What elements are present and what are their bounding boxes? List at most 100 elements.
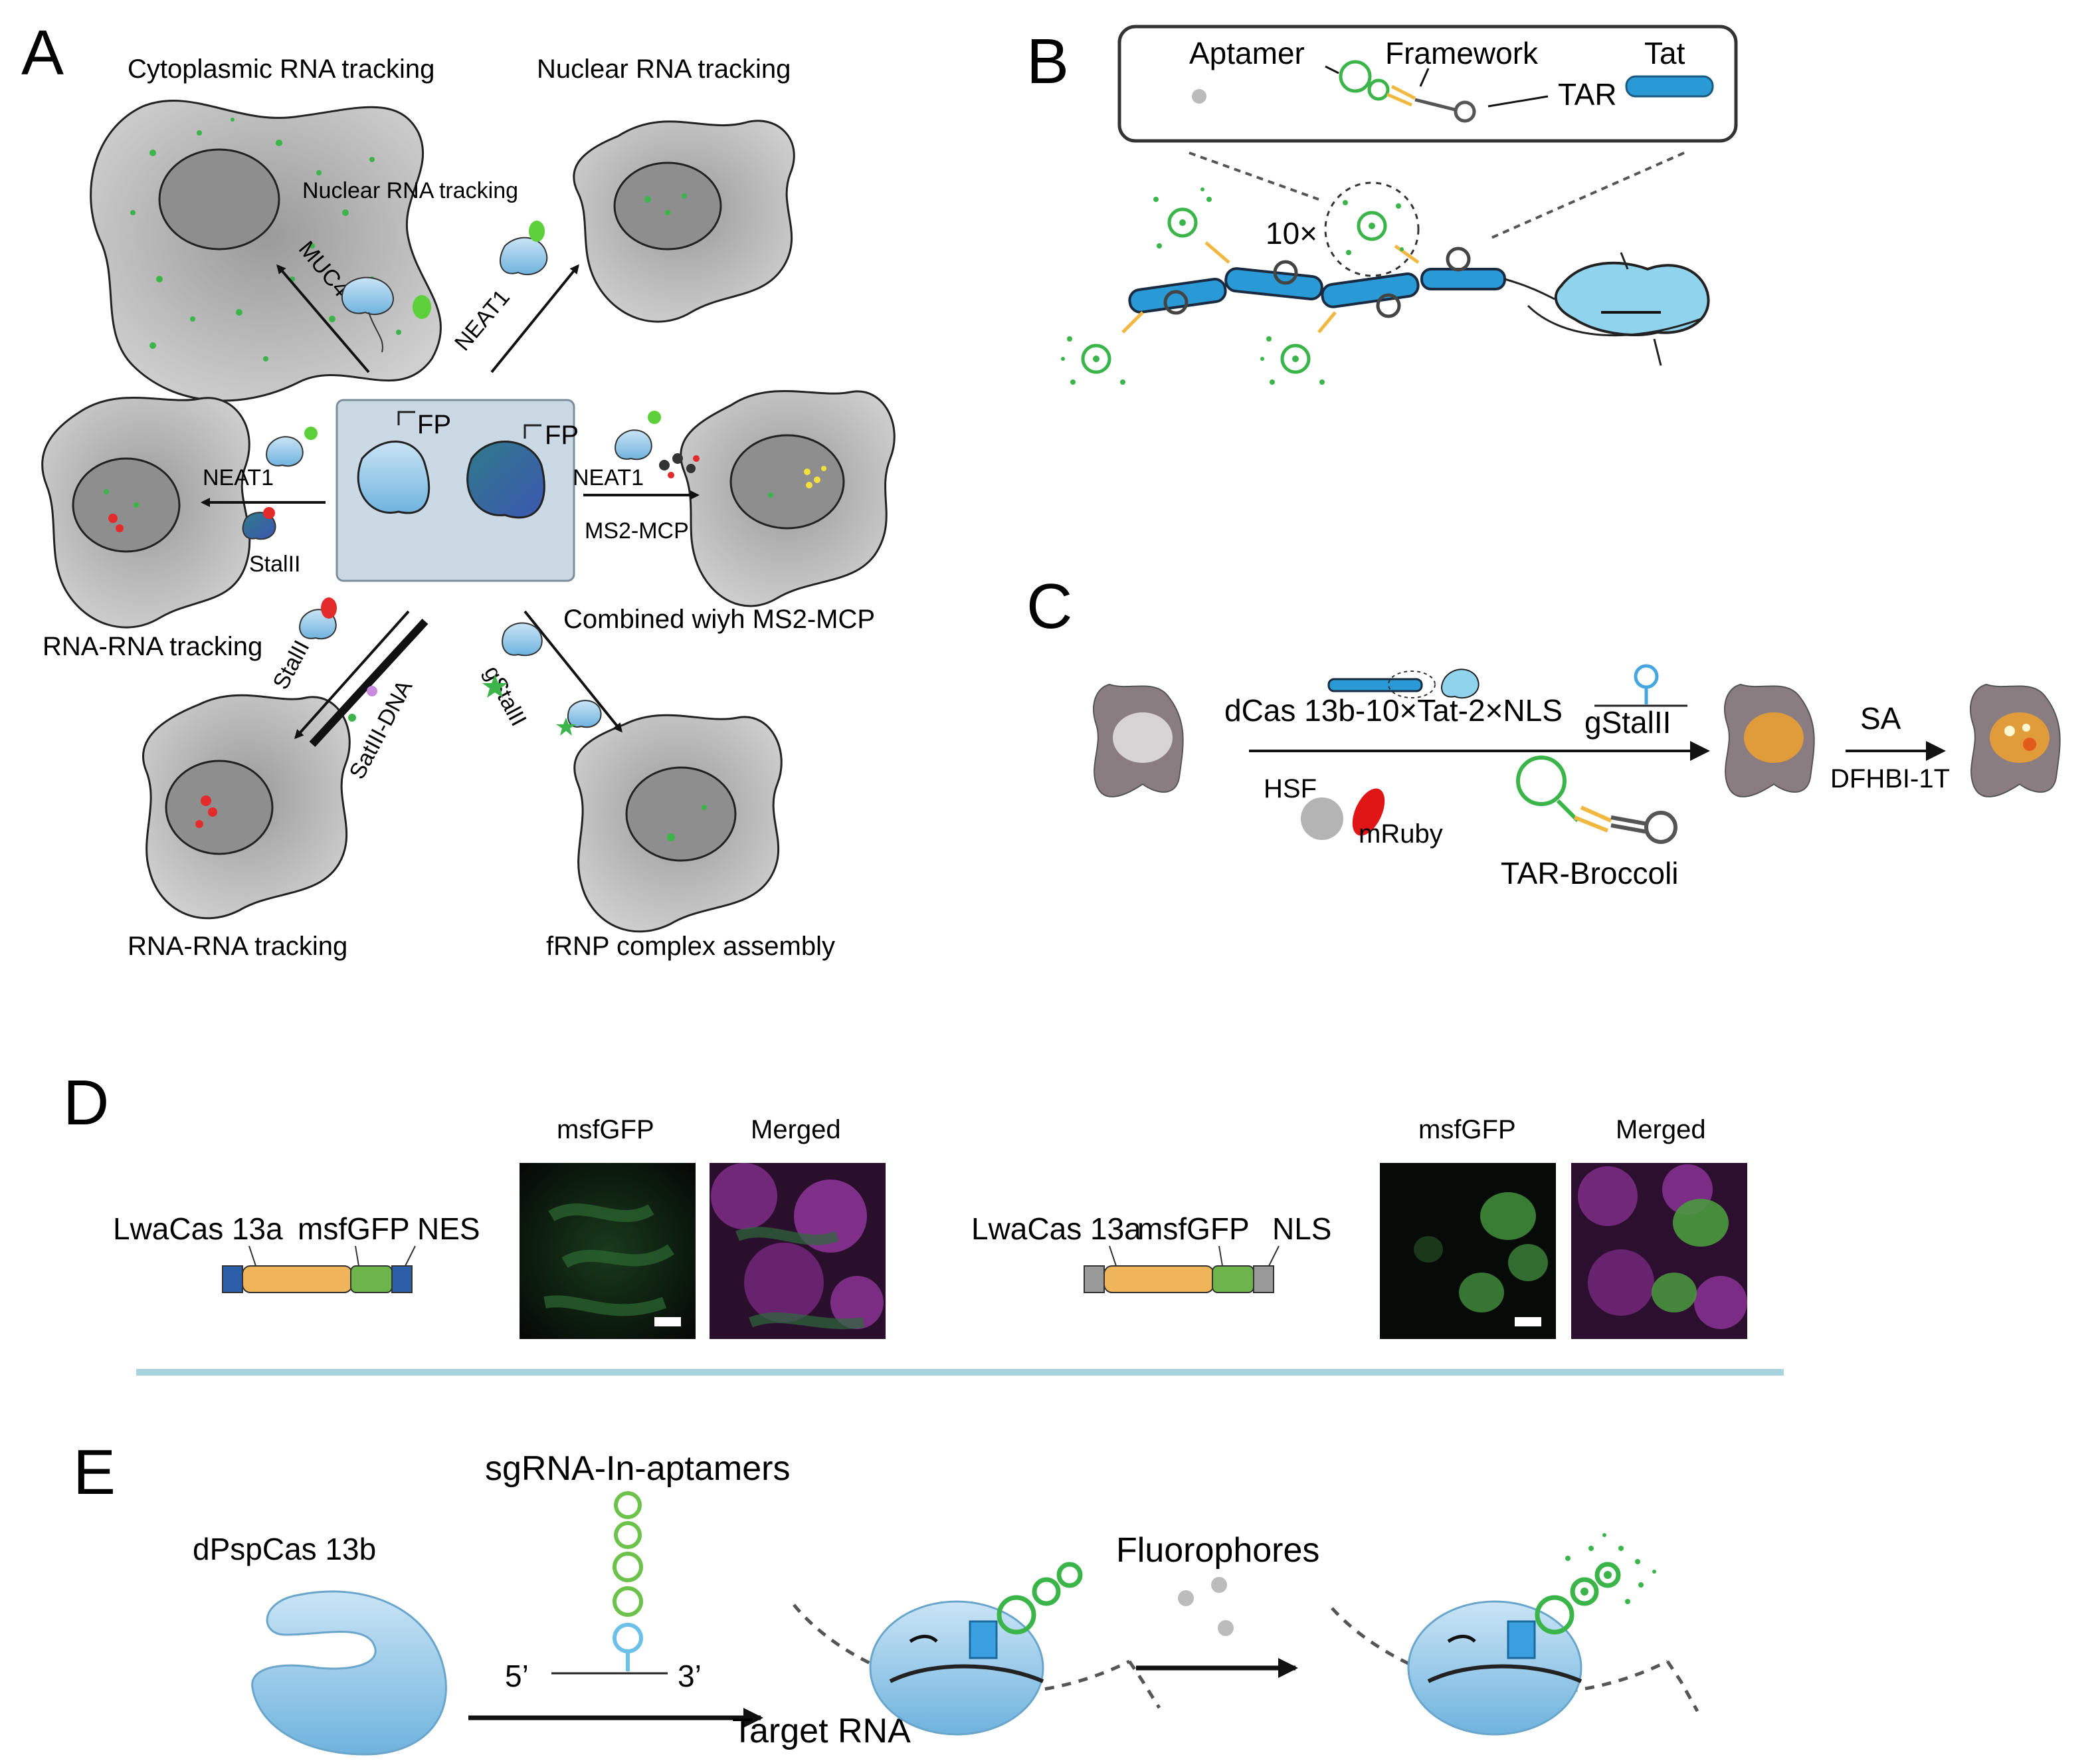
label-10x: 10× [1266, 216, 1317, 251]
zoom-guide-right [1487, 152, 1685, 241]
cell-c-mid [1724, 683, 1815, 797]
micrograph-left-merged [710, 1163, 886, 1339]
header-d-4: Merged [1616, 1115, 1706, 1144]
label-hsf: HSF [1264, 774, 1317, 803]
probe-neat1-up [499, 221, 548, 276]
arrow-a-up-left [276, 264, 370, 373]
construct-left [222, 1245, 416, 1293]
dcas-glyph [1327, 669, 1480, 699]
micrograph-right-gfp [1380, 1163, 1556, 1339]
label-3prime: 3’ [678, 1659, 702, 1693]
tat-chain [1128, 267, 1555, 314]
cell-c-start [1093, 683, 1184, 797]
dpspcas13b-glyph [251, 1590, 447, 1756]
aptamer-framework-glyph [1325, 60, 1549, 123]
probe-left-pair [242, 427, 318, 540]
micrograph-left-gfp [520, 1163, 696, 1339]
label-neat1-right: NEAT1 [573, 465, 644, 490]
tar-broccoli-glyph [1516, 756, 1677, 844]
header-d-1: msfGFP [557, 1115, 654, 1144]
center-probe-light [357, 411, 430, 514]
label-gstalll: gStalII [479, 662, 531, 730]
header-d-3: msfGFP [1418, 1115, 1516, 1144]
label-aptamer: Aptamer [1189, 36, 1305, 70]
label-tar-broccoli: TAR-Broccoli [1501, 856, 1679, 890]
cell-c-end [1970, 683, 2061, 797]
mruby-glyph [1352, 788, 1385, 836]
zoom-circle [1324, 181, 1420, 277]
complex-2 [1331, 1533, 1699, 1736]
arrow-a-down-left [294, 610, 410, 740]
label-d-left-msfgfp: msfGFP [298, 1211, 410, 1246]
label-d-right-construct: LwaCas 13a [971, 1211, 1141, 1246]
panel-a-label: A [21, 17, 64, 88]
label-neat1-up: NEAT1 [450, 285, 515, 356]
label-dfhbi: DFHBI-1T [1830, 764, 1950, 793]
arrow-a-up-right [490, 264, 579, 373]
construct-right [1084, 1245, 1280, 1293]
label-gstalll-c: gStalII [1584, 705, 1671, 740]
cell-rna-rna-2 [142, 694, 351, 920]
label-d-left-tag: NES [417, 1211, 480, 1246]
label-fluorophores: Fluorophores [1116, 1531, 1319, 1570]
hsf-glyph [1301, 797, 1343, 840]
panel-e: E sgRNA-In-aptamers dPspCas 13b 5’ 3’ Ta… [73, 1437, 1699, 1756]
gstalll-glyph-c [1594, 664, 1687, 707]
tat-glyph [1625, 75, 1714, 98]
label-neat1-left: NEAT1 [203, 465, 274, 490]
label-fp-1: FP [417, 410, 451, 439]
cell-nuclear [573, 120, 795, 323]
label-framework: Framework [1385, 36, 1539, 70]
label-stalll-diag: StalII [268, 637, 315, 694]
zoom-guide-left [1189, 152, 1319, 201]
label-5prime: 5’ [505, 1659, 529, 1693]
fluorophore-dot [1192, 89, 1206, 104]
complex-1 [793, 1562, 1161, 1736]
panel-c-label: C [1026, 571, 1072, 642]
label-dcas: dCas 13b-10×Tat-2×NLS [1224, 693, 1563, 728]
panel-b-label: B [1026, 26, 1069, 97]
label-d-right-tag: NLS [1272, 1211, 1331, 1246]
fluorophore-particles [1178, 1577, 1234, 1636]
probe-muc4 [341, 276, 431, 353]
probe-gstalll [482, 622, 602, 736]
title-rna-rna-2: RNA-RNA tracking [128, 932, 347, 961]
center-probe-dark [466, 424, 545, 519]
panel-b: B Aptamer Framework Tat TAR 10× [1026, 25, 1738, 385]
sgrna-glyph [551, 1491, 668, 1675]
cell-combined [680, 390, 896, 607]
aptamer-units [1061, 187, 1471, 385]
zoom-box [1117, 25, 1738, 143]
cell-cytoplasmic [90, 100, 442, 402]
arrow-a-down-right [524, 610, 622, 733]
title-cytoplasmic: Cytoplasmic RNA tracking [128, 54, 434, 84]
title-combined: Combined wiyh MS2-MCP [563, 605, 875, 634]
panel-d-label: D [63, 1067, 109, 1138]
title-frnp: fRNP complex assembly [546, 932, 835, 961]
title-nuclear-mid: Nuclear RNA tracking [302, 178, 518, 203]
cas13-protein-b [1527, 252, 1710, 366]
label-tat: Tat [1644, 36, 1685, 70]
label-mruby: mRuby [1359, 819, 1443, 849]
label-dpsp: dPspCas 13b [193, 1532, 376, 1566]
panel-c: C dCas 13b-10×Tat-2×NLS gStalII HSF mRub… [1026, 571, 2061, 890]
label-d-right-msfgfp: msfGFP [1137, 1211, 1250, 1246]
label-d-left-construct: LwaCas 13a [113, 1211, 283, 1246]
label-sa: SA [1860, 701, 1901, 736]
title-rna-rna-1: RNA-RNA tracking [43, 632, 262, 661]
header-d-2: Merged [751, 1115, 841, 1144]
panel-d: D LwaCas 13a msfGFP NES msfGFP Merged [63, 1067, 1784, 1376]
cell-rna-rna-1 [41, 397, 251, 629]
panel-e-label: E [73, 1437, 116, 1508]
satiii-dna-rod [309, 618, 429, 748]
title-nuclear-top: Nuclear RNA tracking [537, 54, 791, 84]
label-tar: TAR [1558, 77, 1617, 112]
cell-frnp [573, 714, 783, 933]
label-target-rna: Target RNA [732, 1712, 911, 1750]
label-sgrna: sgRNA-In-aptamers [485, 1449, 790, 1488]
label-fp-2: FP [545, 421, 579, 450]
section-divider [136, 1369, 1784, 1376]
probe-stalll-red [299, 597, 377, 722]
probe-ms2 [615, 411, 700, 478]
